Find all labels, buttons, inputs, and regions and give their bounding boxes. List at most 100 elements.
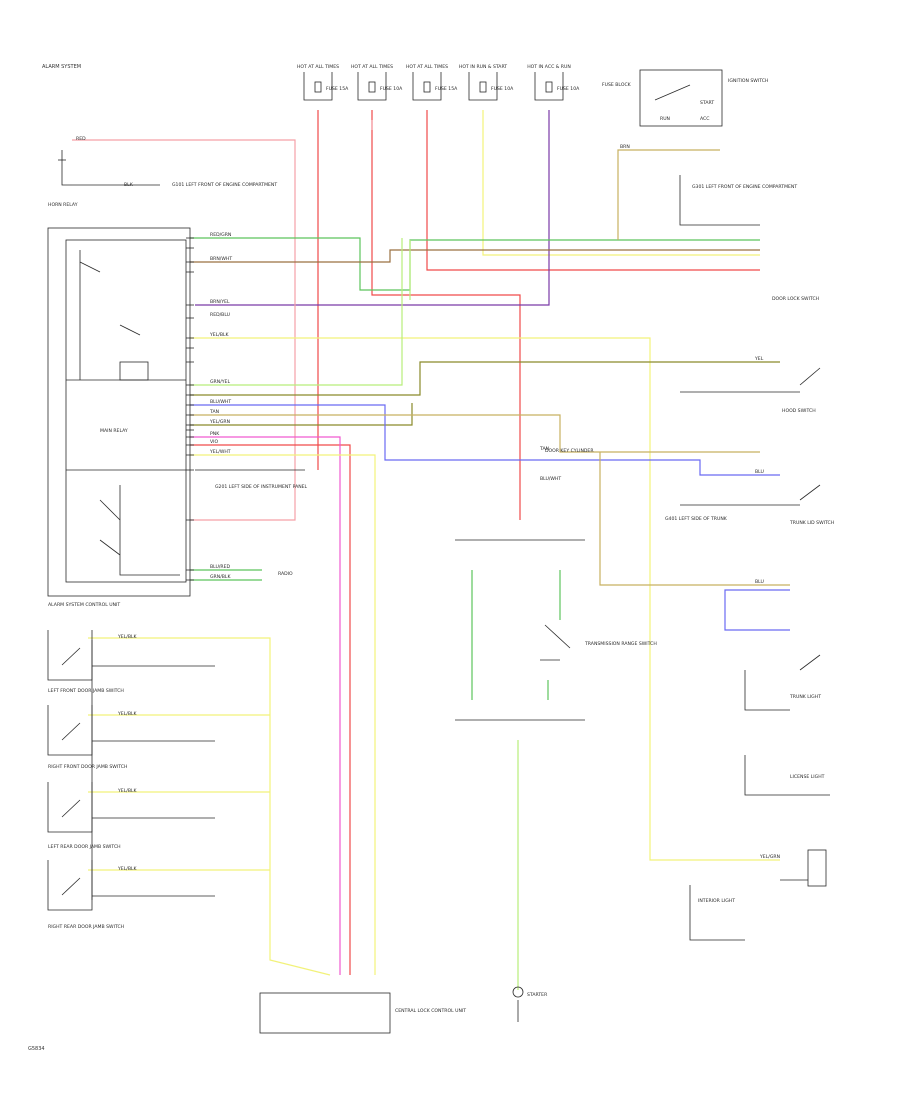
fuse-box-label: FUSE BLOCK <box>602 82 632 88</box>
license-label: LICENSE LIGHT <box>790 774 825 780</box>
wire-tag-23: YEL/BLK <box>117 866 138 872</box>
ecu-yellow-2 <box>190 454 376 975</box>
central-lock-box <box>259 992 391 1034</box>
g101-ground <box>679 175 760 226</box>
lr-door-label: LEFT REAR DOOR JAMB SWITCH <box>48 844 121 850</box>
horn-relay-ground <box>61 150 72 186</box>
wire-tag-15: RED <box>76 136 86 142</box>
alarm-ecu-box <box>47 227 191 597</box>
wire-tag-18: BLU <box>755 469 764 475</box>
interior-label: INTERIOR LIGHT <box>698 898 735 904</box>
door-rr-switch <box>61 877 81 896</box>
ignition-box <box>639 69 723 127</box>
wire-tag-1: BRN/WHT <box>210 256 232 262</box>
fuse-c-bracket <box>412 72 442 101</box>
starter-label: STARTER <box>527 992 548 998</box>
wire-tag-5: YEL/BLK <box>209 332 230 338</box>
ecu-lower-switch <box>99 499 121 521</box>
fuse-d-value: FUSE 10A <box>491 86 514 92</box>
radio-box <box>807 849 827 887</box>
ecu-red-2 <box>190 444 351 975</box>
diagram-header: ALARM SYSTEM <box>42 64 82 70</box>
fuse-c-feed <box>426 110 760 271</box>
wire-layer <box>72 110 790 990</box>
component-layer <box>47 69 830 1034</box>
door-lf-switch <box>61 647 81 666</box>
hood-switch <box>799 367 821 386</box>
g101-label: G101 LEFT FRONT OF ENGINE COMPARTMENT <box>172 182 277 188</box>
alarm-main-label: MAIN RELAY <box>100 428 128 434</box>
fuse-c-symbol <box>423 81 431 93</box>
label-layer: HOT AT ALL TIMES HOT AT ALL TIMES HOT AT A… <box>48 64 834 1014</box>
wire-tag-4: RED/BLU <box>210 312 230 318</box>
wire-tag-9: YEL/GRN <box>209 419 230 425</box>
g301-label: G301 LEFT FRONT OF ENGINE COMPARTMENT <box>692 184 797 190</box>
ecu-olive-2 <box>190 403 413 426</box>
trunk-light-switch <box>799 654 821 671</box>
wire-tag-21: YEL/BLK <box>117 711 138 717</box>
ecu-relay-coil <box>119 361 149 381</box>
alarm-ecu-label: ALARM SYSTEM CONTROL UNIT <box>48 602 120 608</box>
ecu-tan-2 <box>599 452 790 586</box>
fuse-a-symbol <box>314 81 322 93</box>
fuse-d-label: HOT IN RUN & START <box>459 64 507 70</box>
ecu-lower-rail <box>119 485 180 576</box>
fuse-b-value: FUSE 10A <box>380 86 403 92</box>
lf-door-label: LEFT FRONT DOOR JAMB SWITCH <box>48 688 124 694</box>
fuse-e-label: HOT IN ACC & RUN <box>527 64 571 70</box>
wire-tag-24: YEL/GRN <box>759 854 780 860</box>
fuse-e-value: FUSE 10A <box>557 86 580 92</box>
fuse-d-bracket <box>468 72 498 101</box>
wire-tag-25: TAN <box>539 446 549 452</box>
fuse-a-bracket <box>303 72 333 101</box>
hood-wire <box>617 149 720 240</box>
trunk-rail <box>744 670 790 711</box>
ecu-switch-arm-2 <box>119 324 141 336</box>
license-rail <box>744 755 830 796</box>
ign-acc-label: ACC <box>700 116 709 122</box>
wire-tag-6: GRN/YEL <box>210 379 230 385</box>
door-key-label: DOOR KEY CYLINDER <box>545 448 594 454</box>
wire-tag-26: BLU/WHT <box>540 476 561 482</box>
door-rf-bracket <box>47 705 93 756</box>
central-lock-label: CENTRAL LOCK CONTROL UNIT <box>395 1008 466 1014</box>
fuse-d-symbol <box>479 81 487 93</box>
wire-tag-20: YEL/BLK <box>117 634 138 640</box>
trans-switch <box>544 624 571 649</box>
wire-tag-14: GRN/BLK <box>210 574 231 580</box>
g201-label: G201 LEFT SIDE OF INSTRUMENT PANEL <box>215 484 308 490</box>
fuse-e-bracket <box>534 72 564 101</box>
ecu-ltgreen <box>190 238 403 386</box>
ignition-label: IGNITION SWITCH <box>728 78 768 84</box>
door-rf-switch <box>61 722 81 741</box>
ecu-olive <box>190 361 780 396</box>
wire-tag-17: YEL <box>754 356 764 362</box>
wire-tag-19: BLU <box>755 579 764 585</box>
fuse-b-label: HOT AT ALL TIMES <box>351 64 393 70</box>
ecu-blue-2 <box>724 589 790 631</box>
ign-run-label: RUN <box>660 116 670 122</box>
fuse-d-feed <box>482 110 760 256</box>
fuse-a-label: HOT AT ALL TIMES <box>297 64 339 70</box>
diagram-code: G5834 <box>28 1046 45 1052</box>
wire-tag-10: PNK <box>210 431 220 437</box>
fuse-c-value: FUSE 15A <box>435 86 458 92</box>
wire-tag-7: BLU/WHT <box>210 399 231 405</box>
trans-label: TRANSMISSION RANGE SWITCH <box>584 641 657 647</box>
ignition-contact <box>654 84 691 101</box>
ecu-magenta <box>190 436 341 975</box>
ecu-brown-1 <box>190 249 760 263</box>
fuse-b-symbol <box>368 81 376 93</box>
wire-tag-16: BRN <box>620 144 630 150</box>
wire-tag-12: YEL/WHT <box>209 449 231 455</box>
fuse-a-value: FUSE 15A <box>326 86 349 92</box>
door-lr-switch <box>61 799 81 818</box>
fuse-c-label: HOT AT ALL TIMES <box>406 64 448 70</box>
wire-tag-2: BLK <box>124 182 134 188</box>
g401-label: G401 LEFT SIDE OF TRUNK <box>665 516 728 522</box>
wire-tag-13: BLU/RED <box>210 564 230 570</box>
fuse-e-symbol <box>545 81 553 93</box>
fuse-e-feed <box>195 110 550 306</box>
radio-ground <box>689 885 745 941</box>
